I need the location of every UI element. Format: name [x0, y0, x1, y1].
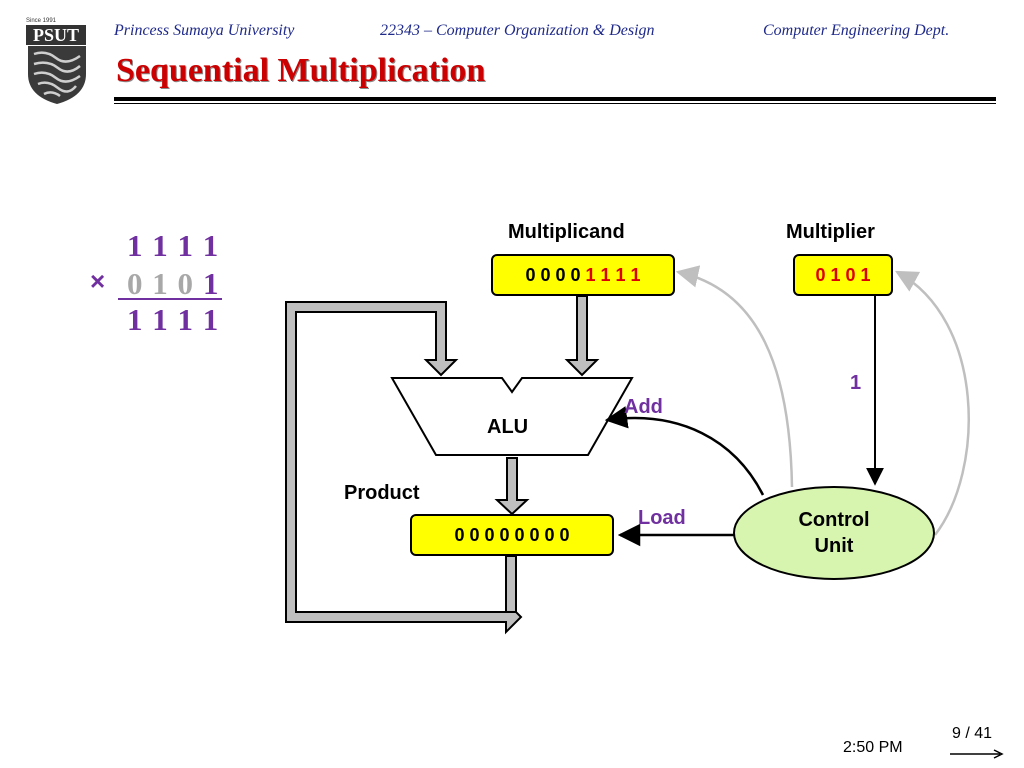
footer-time: 2:50 PM: [843, 739, 903, 756]
shift-multiplicand-curve: [675, 265, 794, 488]
title-rule-thin: [114, 103, 996, 104]
control-unit-shape: [733, 486, 935, 580]
multiplicand-label: Multiplicand: [508, 221, 625, 243]
multiplicand-digits: 1 1 1 1: [127, 228, 220, 263]
multiplicand-bus: [564, 295, 600, 377]
title-rule: [114, 97, 996, 101]
multiplier-label: Multiplier: [786, 221, 875, 243]
control-unit-line1: Control: [798, 509, 870, 531]
control-unit-line2: Unit: [814, 535, 854, 557]
next-arrow-icon[interactable]: [948, 747, 1008, 761]
shift-multiplier-curve: [895, 270, 970, 536]
multiplicand-low-bits: 1 1 1 1: [585, 264, 641, 285]
alu-output-bus: [494, 457, 530, 516]
multiplicand-high-bits: 0 0 0 0: [525, 264, 581, 285]
alu-shape: [390, 377, 634, 456]
psut-logo: Since 1991 PSUT: [26, 18, 88, 104]
product-label: Product: [344, 482, 420, 504]
add-signal-curve: [604, 406, 765, 496]
multiply-underline: [118, 298, 222, 300]
result-digits: 1 1 1 1: [127, 302, 220, 337]
header-department: Computer Engineering Dept.: [763, 22, 950, 39]
multiplier-current-digit: 1: [203, 266, 220, 301]
logo-text: PSUT: [26, 25, 86, 45]
slide-title: Sequential Multiplication: [116, 52, 486, 89]
logo-since: Since 1991: [26, 18, 57, 24]
multiply-operator: ×: [90, 266, 107, 296]
multiplier-register: 0 1 0 1: [793, 254, 893, 296]
header-university: Princess Sumaya University: [114, 22, 295, 39]
header-course: 22343 – Computer Organization & Design: [380, 22, 655, 39]
feedback-bus: [285, 301, 523, 635]
footer-page-number: 9 / 41: [952, 725, 993, 742]
alu-label: ALU: [487, 416, 529, 438]
logo-shield-icon: [28, 46, 86, 104]
multiplicand-register: 0 0 0 0 1 1 1 1: [491, 254, 675, 296]
multiplier-bit-label: 1: [850, 372, 862, 394]
product-register: 0 0 0 0 0 0 0 0: [410, 514, 614, 556]
product-output-bus: [505, 555, 517, 613]
load-label: Load: [638, 507, 686, 529]
multiplier-done-digits: 0 1 0: [127, 266, 194, 301]
add-label: Add: [624, 396, 663, 418]
